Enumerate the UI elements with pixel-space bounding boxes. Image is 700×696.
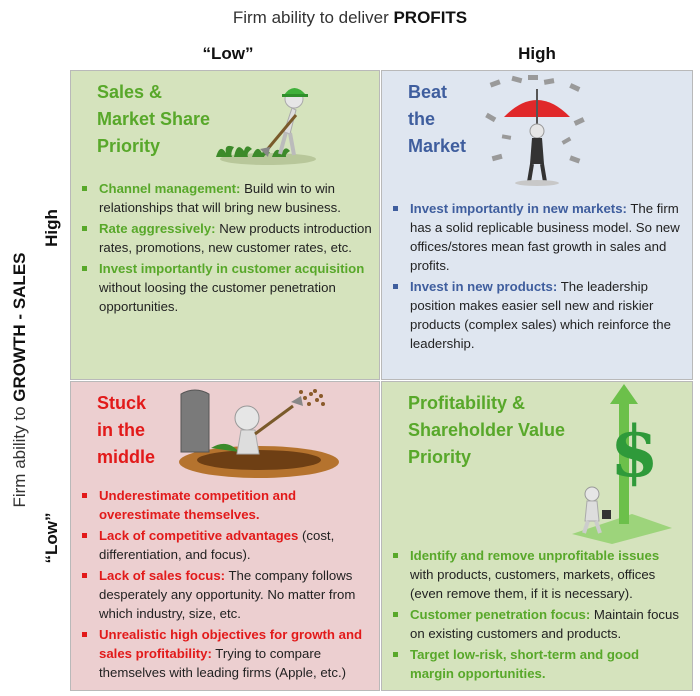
quadrant-profitability-shareholder-value: Profitability & Shareholder Value Priori…: [381, 381, 693, 691]
quadrant-sales-market-share: Sales & Market Share Priority Channel ma…: [70, 70, 380, 380]
quadrant-beat-the-market: Beat the Market Invest importantly in ne…: [381, 70, 693, 380]
quadrant-title: Stuck in the middle: [97, 393, 156, 467]
dollar-growth-icon: $: [572, 384, 672, 544]
column-label-low: “Low”: [202, 44, 254, 63]
list-item: Target low-risk, short-term and good mar…: [390, 645, 686, 683]
bullet-list: Invest importantly in new markets: The f…: [390, 199, 686, 355]
row-label-low: “Low”: [42, 512, 61, 564]
grave-digger-icon: [179, 389, 339, 478]
umbrella-money-icon: [485, 75, 585, 186]
list-item: Customer penetration focus: Maintain foc…: [390, 605, 686, 643]
column-label-high: High: [518, 44, 556, 63]
list-item: Rate aggressively: New products introduc…: [79, 219, 373, 257]
bullet-list: Identify and remove unprofitable issues …: [390, 546, 686, 685]
gardener-icon: [216, 88, 316, 165]
svg-text:$: $: [610, 410, 659, 493]
list-item: Lack of competitive advantages (cost, di…: [79, 526, 373, 564]
list-item: Underestimate competition and overestima…: [79, 486, 373, 524]
list-item: Invest importantly in customer acquisiti…: [79, 259, 373, 316]
list-item: Unrealistic high objectives for growth a…: [79, 625, 373, 682]
vertical-axis-title: Firm ability to GROWTH - SALES: [10, 252, 29, 508]
quadrant-title: Profitability & Shareholder Value Priori…: [408, 393, 566, 467]
quadrant-title: Sales & Market Share Priority: [97, 82, 211, 156]
list-item: Lack of sales focus: The company follows…: [79, 566, 373, 623]
quadrant-title: Beat the Market: [408, 82, 467, 156]
list-item: Channel management: Build win to win rel…: [79, 179, 373, 217]
list-item: Identify and remove unprofitable issues …: [390, 546, 686, 603]
bullet-list: Underestimate competition and overestima…: [79, 486, 373, 684]
bullet-list: Channel management: Build win to win rel…: [79, 179, 373, 318]
row-label-high: High: [42, 209, 61, 247]
list-item: Invest importantly in new markets: The f…: [390, 199, 686, 275]
list-item: Invest in new products: The leadership p…: [390, 277, 686, 353]
chart-title: Firm ability to deliver PROFITS: [232, 8, 468, 27]
quadrant-stuck-in-the-middle: Stuck in the middle Underestimate compet…: [70, 381, 380, 691]
